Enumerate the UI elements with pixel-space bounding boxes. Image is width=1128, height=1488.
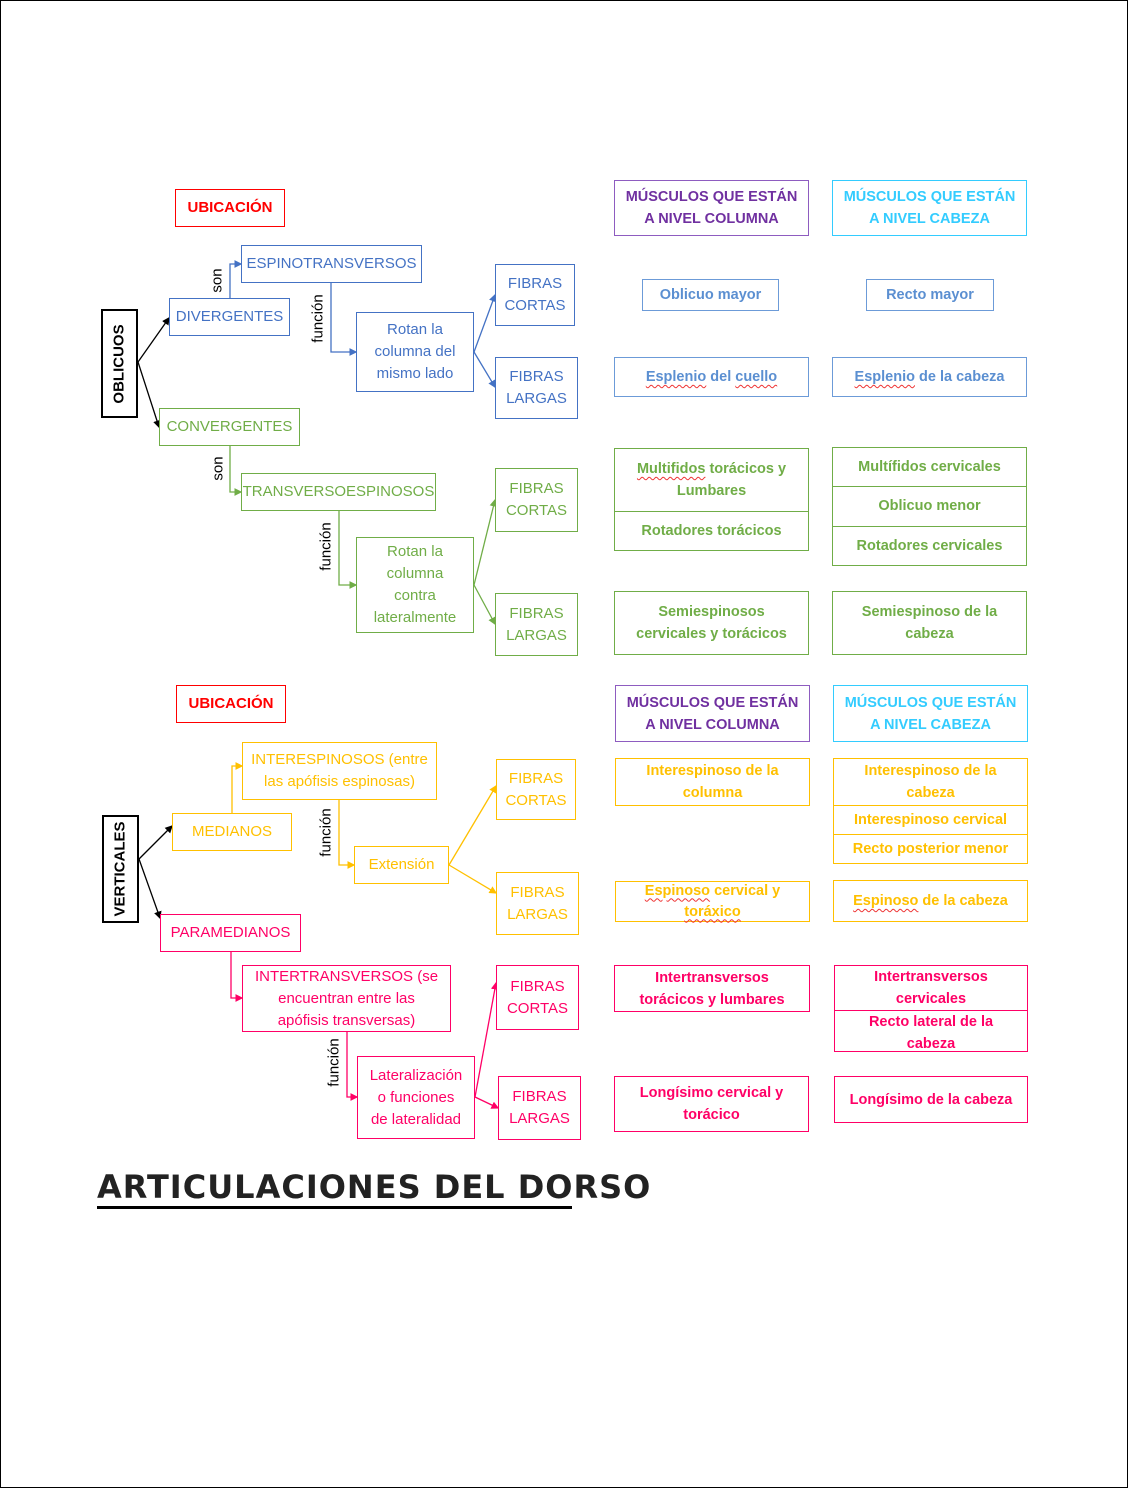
funcion-label: función bbox=[325, 1038, 343, 1087]
text: Esplenio bbox=[854, 369, 915, 385]
category-verticales-label: VERTICALES bbox=[111, 821, 129, 917]
text: del bbox=[706, 369, 736, 385]
category-oblicuos: OBLICUOS bbox=[101, 309, 138, 418]
header-columna: MÚSCULOS QUE ESTÁN A NIVEL COLUMNA bbox=[615, 685, 810, 742]
fibras-cortas-box: FIBRAS CORTAS bbox=[496, 759, 576, 820]
text: Espinoso bbox=[644, 882, 711, 899]
muscle-rotadores-cervicales: Rotadores cervicales bbox=[833, 525, 1026, 565]
muscle-espinoso-cabeza: Espinoso de la cabeza bbox=[833, 880, 1028, 922]
function-rotan-contralateral: Rotan la columna contra lateralmente bbox=[356, 537, 474, 633]
muscle-recto-lateral-cabeza: Recto lateral de la cabeza bbox=[835, 1010, 1027, 1055]
fibras-cortas-box: FIBRAS CORTAS bbox=[495, 468, 578, 532]
muscle-interespinoso-cabeza: Interespinoso de la cabeza bbox=[864, 763, 997, 802]
medianos-box: MEDIANOS bbox=[172, 813, 292, 851]
text: de la cabeza bbox=[914, 369, 1005, 385]
page-title: ARTICULACIONES DEL DORSO bbox=[97, 1168, 650, 1209]
muscle-group-multifidos-cab: Multífidos cervicales Oblicuo menor Rota… bbox=[832, 447, 1027, 566]
text: Multifidos bbox=[636, 460, 706, 477]
fibras-cortas-box: FIBRAS CORTAS bbox=[495, 264, 575, 326]
muscle-interespinoso-columna: Interespinoso de la columna bbox=[615, 758, 810, 806]
muscle-intertransversos-toracicos: Intertransversos torácicos y lumbares bbox=[614, 965, 810, 1012]
function-lateralizacion: Lateralización o funciones de lateralida… bbox=[357, 1056, 475, 1139]
text: cuello bbox=[735, 369, 778, 385]
son-label: son bbox=[209, 456, 227, 481]
funcion-label: función bbox=[317, 808, 335, 857]
text: cervical y bbox=[714, 882, 781, 899]
paramedianos-box: PARAMEDIANOS bbox=[160, 914, 301, 952]
muscle-group-intertransversos-cab: Intertransversos cervicales Recto latera… bbox=[834, 965, 1028, 1052]
fibras-largas-box: FIBRAS LARGAS bbox=[495, 357, 578, 419]
text: Espinoso bbox=[853, 893, 919, 909]
muscle-oblicuo-mayor: Oblicuo mayor bbox=[642, 279, 779, 311]
category-verticales: VERTICALES bbox=[102, 815, 139, 923]
text: de la cabeza bbox=[918, 893, 1008, 909]
header-cabeza: MÚSCULOS QUE ESTÁN A NIVEL CABEZA bbox=[833, 685, 1028, 742]
muscle-multifidos-toracicos: Multifidos torácicos y Lumbares bbox=[615, 449, 808, 511]
text: torácicos y Lumbares bbox=[676, 460, 787, 499]
fibras-largas-box: FIBRAS LARGAS bbox=[498, 1076, 581, 1140]
muscle-oblicuo-menor: Oblicuo menor bbox=[833, 486, 1026, 525]
muscle-semiespinoso-cabeza: Semiespinoso de la cabeza bbox=[832, 591, 1027, 655]
transversoespinosos-box: TRANSVERSOESPINOSOS bbox=[241, 473, 436, 511]
function-rotan-mismo-lado: Rotan la columna del mismo lado bbox=[356, 312, 474, 392]
muscle-multifidos-cervicales: Multífidos cervicales bbox=[858, 459, 1001, 476]
muscle-longisimo-cabeza: Longísimo de la cabeza bbox=[834, 1076, 1028, 1123]
text: toráxico bbox=[684, 903, 741, 920]
fibras-largas-box: FIBRAS LARGAS bbox=[496, 872, 579, 935]
ubicacion-label: UBICACIÓN bbox=[176, 685, 286, 723]
muscle-recto-posterior-menor: Recto posterior menor bbox=[834, 834, 1027, 863]
header-columna: MÚSCULOS QUE ESTÁN A NIVEL COLUMNA bbox=[614, 180, 809, 236]
category-oblicuos-label: OBLICUOS bbox=[110, 323, 128, 404]
header-cabeza: MÚSCULOS QUE ESTÁN A NIVEL CABEZA bbox=[832, 180, 1027, 236]
ubicacion-label: UBICACIÓN bbox=[175, 189, 285, 227]
fibras-largas-box: FIBRAS LARGAS bbox=[495, 593, 578, 656]
muscle-intertransversos-cervicales: Intertransversos cervicales bbox=[874, 969, 988, 1007]
muscle-esplenio-cabeza: Esplenio de la cabeza bbox=[832, 357, 1027, 397]
muscle-recto-mayor: Recto mayor bbox=[866, 279, 994, 311]
muscle-interespinoso-cervical: Interespinoso cervical bbox=[834, 805, 1027, 834]
fibras-cortas-box: FIBRAS CORTAS bbox=[496, 965, 579, 1030]
muscle-semiespinosos: Semiespinosos cervicales y torácicos bbox=[614, 591, 809, 655]
function-extension: Extensión bbox=[354, 846, 449, 884]
muscle-esplenio-cuello: Esplenio del cuello bbox=[614, 357, 809, 397]
espinotransversos-box: ESPINOTRANSVERSOS bbox=[241, 245, 422, 283]
muscle-longisimo-cervical: Longísimo cervical y torácico bbox=[614, 1076, 809, 1132]
intertransversos-box: INTERTRANSVERSOS (se encuentran entre la… bbox=[242, 965, 451, 1032]
divergentes-box: DIVERGENTES bbox=[169, 298, 290, 336]
convergentes-box: CONVERGENTES bbox=[159, 408, 300, 446]
muscle-espinoso-cervical: Espinoso cervical y toráxico bbox=[615, 881, 810, 922]
son-label: son bbox=[208, 268, 226, 293]
text: Esplenio bbox=[645, 369, 707, 385]
muscle-group-interespinoso-cab: Interespinoso de la cabeza Interespinoso… bbox=[833, 758, 1028, 864]
muscle-rotadores-toracicos: Rotadores torácicos bbox=[615, 510, 808, 550]
interespinosos-box: INTERESPINOSOS (entre las apófisis espin… bbox=[242, 742, 437, 800]
muscle-group-multifidos-col: Multifidos torácicos y Lumbares Rotadore… bbox=[614, 448, 809, 551]
funcion-label: función bbox=[309, 294, 327, 343]
funcion-label: función bbox=[317, 522, 335, 571]
